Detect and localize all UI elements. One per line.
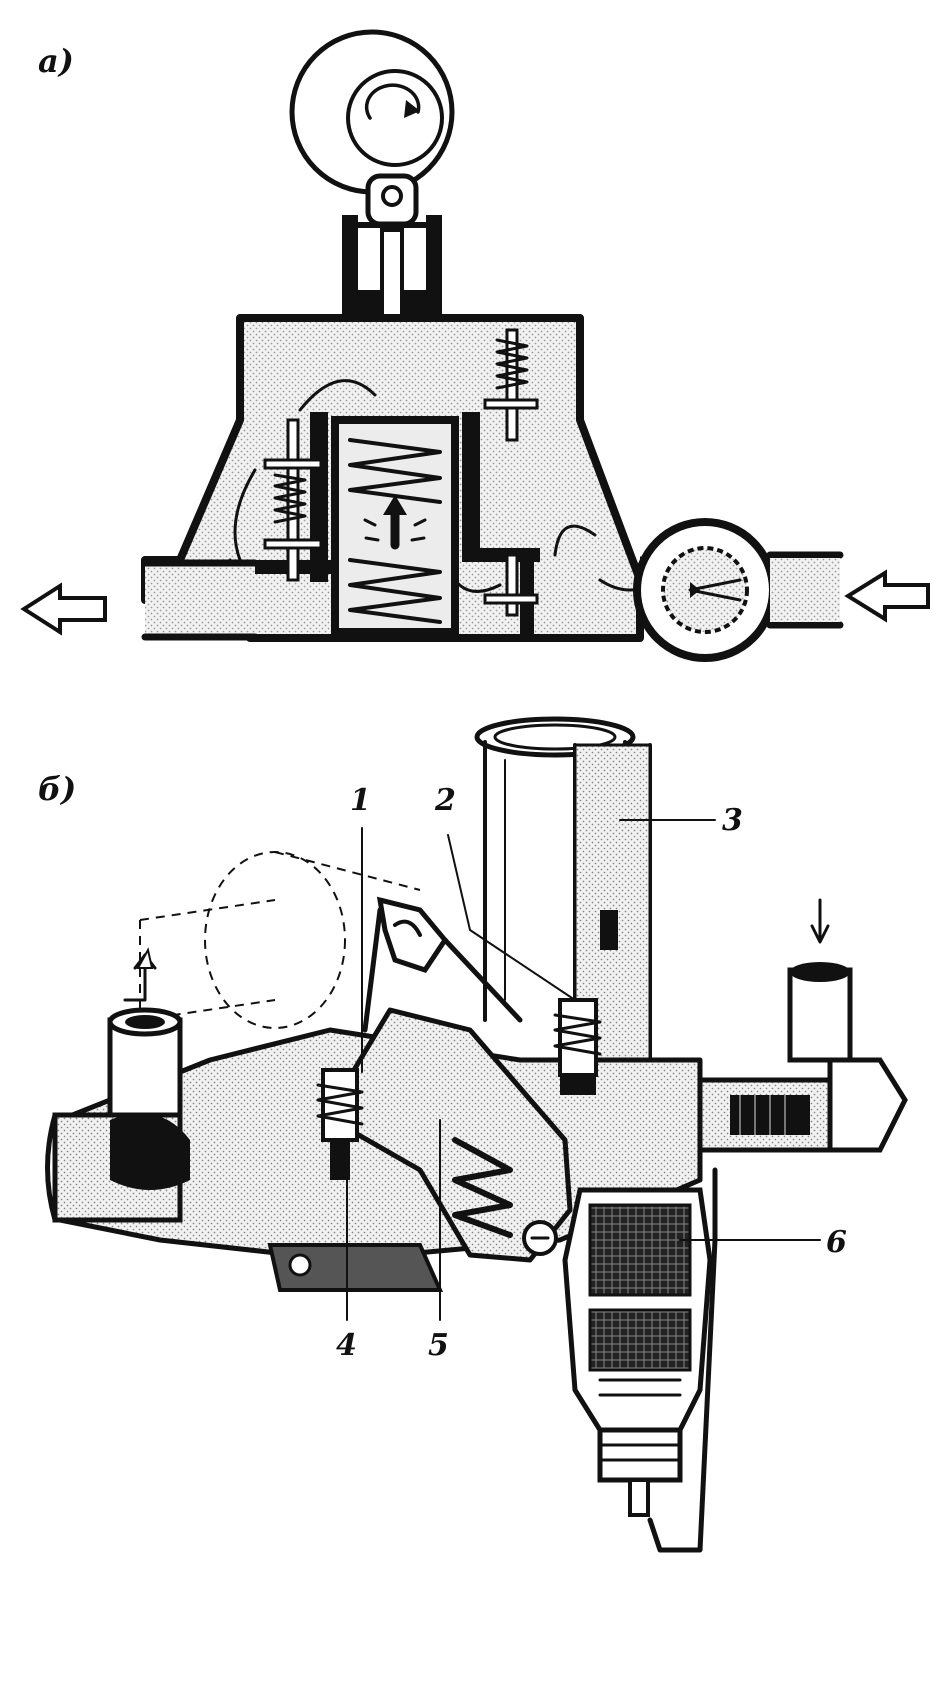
inlet-filter (633, 518, 844, 662)
callout-5: 5 (428, 1328, 449, 1363)
callout-6: 6 (826, 1225, 847, 1260)
eccentric-cam (289, 29, 455, 195)
inlet-valves (483, 328, 539, 617)
figure-b-cutaway: б) (38, 716, 908, 1553)
callout-2: 2 (434, 783, 456, 818)
pump-body (57, 896, 703, 1263)
figure-a-label: а) (38, 42, 74, 80)
callout-1: 1 (350, 783, 371, 818)
inlet-arrow (844, 569, 930, 623)
mounting-lug (267, 1243, 444, 1292)
outlet-valve (316, 1068, 364, 1180)
outlet-pipe (141, 559, 259, 641)
leader-lines (346, 819, 821, 1321)
callout-4: 4 (336, 1328, 357, 1363)
sediment-bowl (562, 1167, 718, 1553)
outlet-fitting (45, 947, 190, 1223)
cam-ghost (139, 851, 421, 1029)
callout-3: 3 (722, 803, 743, 838)
piston-spring (348, 438, 442, 624)
inlet-fitting (697, 898, 908, 1153)
diaphragm-spring (452, 1137, 513, 1238)
figure-a-schematic: а) (20, 29, 930, 662)
figure-b-label: б) (38, 770, 76, 808)
outlet-valves (263, 418, 323, 582)
outlet-arrow (20, 582, 107, 636)
inlet-valve (553, 998, 602, 1095)
